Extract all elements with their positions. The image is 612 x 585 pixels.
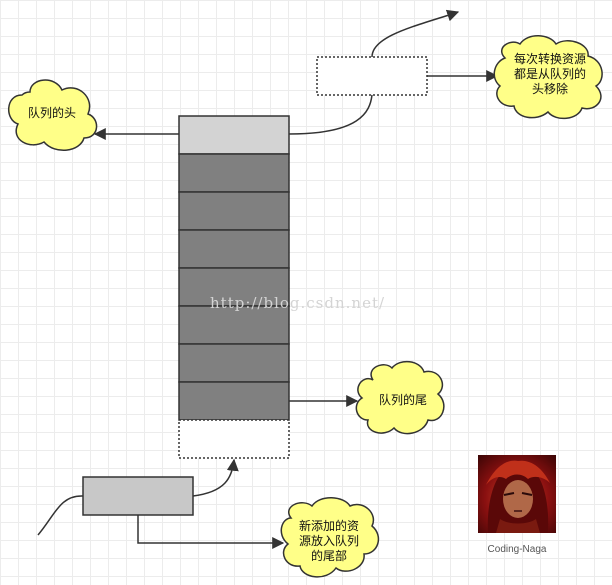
cloud-remove-note bbox=[493, 35, 603, 120]
queue-head-cell bbox=[178, 115, 290, 155]
queue-cell bbox=[178, 343, 290, 383]
add-note-line: 的尾部 bbox=[310, 549, 347, 563]
queue-empty-slot bbox=[178, 419, 290, 459]
warrior-portrait-icon bbox=[478, 455, 556, 533]
dequeue-curve bbox=[288, 94, 373, 135]
incoming-curve bbox=[37, 495, 84, 536]
queue-stack bbox=[178, 115, 290, 459]
queue-head-label: 队列的头 bbox=[27, 106, 76, 120]
remove-note-line: 都是从队列的 bbox=[513, 67, 586, 81]
cloud-add-note bbox=[280, 497, 380, 578]
queue-cell bbox=[178, 305, 290, 345]
add-note-line: 源放入队列 bbox=[298, 534, 359, 548]
queue-cell bbox=[178, 191, 290, 231]
add-note: 新添加的资 源放入队列 的尾部 bbox=[286, 519, 372, 564]
removed-resource-box bbox=[316, 56, 428, 96]
queue-cell bbox=[178, 153, 290, 193]
remove-note-line: 每次转换资源 bbox=[513, 52, 586, 66]
queue-cell bbox=[178, 229, 290, 269]
add-note-line: 新添加的资 bbox=[298, 519, 359, 533]
watermark: http://blog.csdn.net/ bbox=[210, 294, 386, 312]
cloud-queue-tail bbox=[355, 360, 445, 435]
add-note-arrow bbox=[137, 515, 285, 549]
exit-curve-arrow bbox=[371, 9, 460, 58]
avatar-caption: Coding-Naga bbox=[487, 544, 547, 555]
new-resource-box bbox=[82, 476, 194, 516]
cloud-queue-head bbox=[8, 79, 98, 151]
remove-note-line: 头移除 bbox=[531, 82, 568, 96]
enqueue-curve-arrow bbox=[192, 458, 239, 497]
queue-tail-label: 队列的尾 bbox=[378, 393, 427, 407]
queue-tail-cell bbox=[178, 381, 290, 421]
remove-note: 每次转换资源 都是从队列的 头移除 bbox=[504, 52, 596, 97]
